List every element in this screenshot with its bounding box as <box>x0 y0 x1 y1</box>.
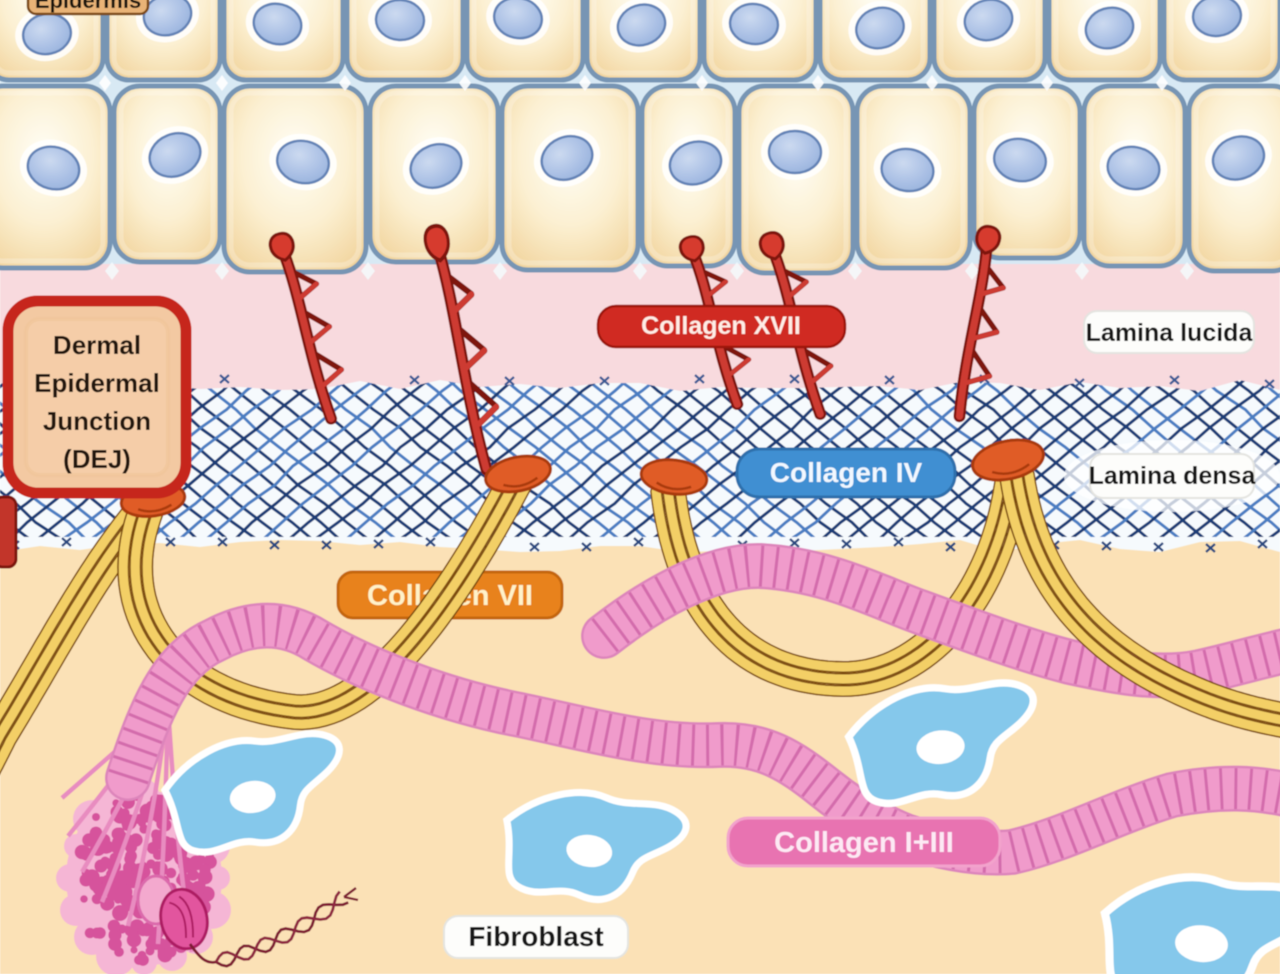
svg-text:Collagen IV: Collagen IV <box>770 457 923 488</box>
svg-text:Fibroblast: Fibroblast <box>468 921 603 952</box>
svg-text:Dermal: Dermal <box>53 330 141 360</box>
svg-text:(DEJ): (DEJ) <box>63 444 131 474</box>
svg-text:Lamina lucida: Lamina lucida <box>1086 319 1254 347</box>
svg-text:Lamina densa: Lamina densa <box>1089 462 1257 490</box>
svg-text:Epidermal: Epidermal <box>34 368 160 398</box>
svg-text:Epidermis: Epidermis <box>35 0 141 13</box>
svg-text:Collagen XVII: Collagen XVII <box>641 312 801 340</box>
svg-text:Junction: Junction <box>43 406 151 436</box>
svg-text:Collagen I+III: Collagen I+III <box>774 827 954 859</box>
